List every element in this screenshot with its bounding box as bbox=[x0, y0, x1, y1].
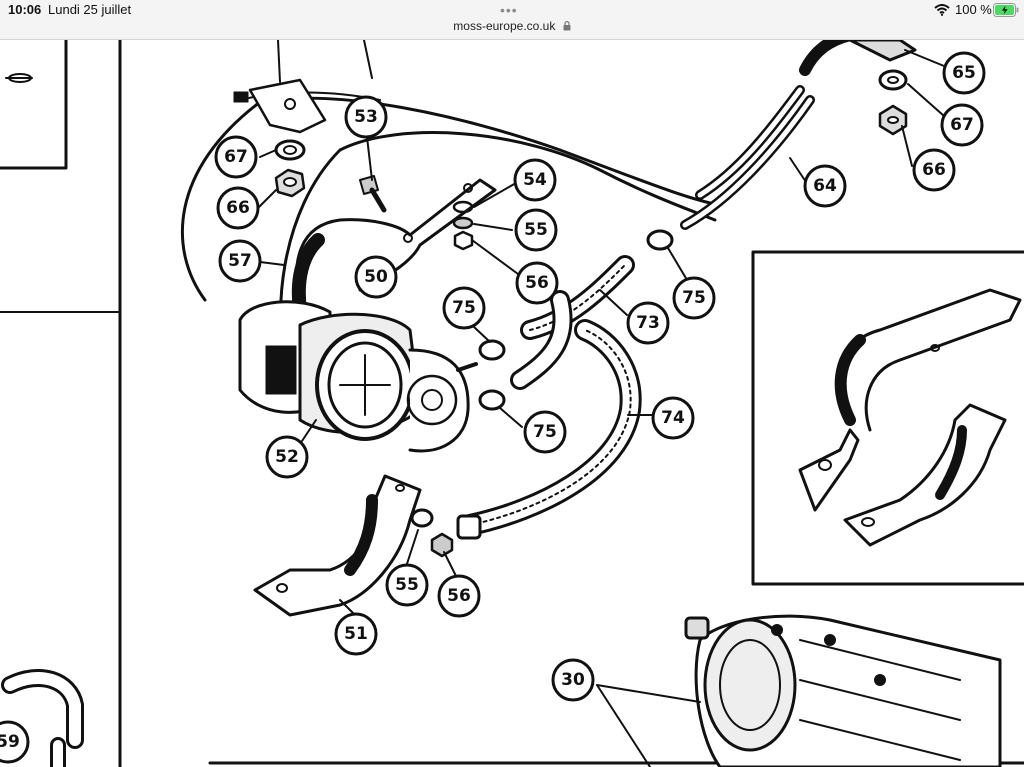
callout-52[interactable]: 52 bbox=[265, 435, 309, 479]
multitasking-dots-icon[interactable]: ••• bbox=[500, 2, 518, 18]
hose-73 bbox=[510, 255, 635, 390]
svg-text:75: 75 bbox=[452, 298, 476, 318]
callout-75-lower[interactable]: 75 bbox=[523, 410, 567, 454]
fuel-pump-body-52 bbox=[238, 300, 478, 453]
svg-text:74: 74 bbox=[661, 408, 685, 428]
parts-diagram-view[interactable]: 67 66 57 53 50 54 55 56 75 73 74 52 51 5… bbox=[0, 40, 1024, 767]
svg-text:30: 30 bbox=[561, 670, 585, 690]
svg-text:66: 66 bbox=[226, 198, 250, 218]
top-right-fittings bbox=[848, 40, 917, 136]
callout-64[interactable]: 64 bbox=[803, 164, 847, 208]
callout-66-right[interactable]: 66 bbox=[912, 148, 956, 192]
fuel-pump-parts-diagram: 67 66 57 53 50 54 55 56 75 73 74 52 51 5… bbox=[0, 40, 1024, 767]
svg-text:75: 75 bbox=[682, 288, 706, 308]
callout-75-upper[interactable]: 75 bbox=[442, 286, 486, 330]
elbow-hose-59 bbox=[1, 668, 84, 767]
small-washer-part bbox=[5, 73, 33, 83]
hose-clips-75 bbox=[478, 229, 674, 411]
callout-67-right[interactable]: 67 bbox=[940, 103, 984, 147]
leader-lines bbox=[257, 49, 945, 767]
callout-51[interactable]: 51 bbox=[334, 612, 378, 656]
callout-67-left[interactable]: 67 bbox=[214, 135, 258, 179]
hose-74 bbox=[456, 319, 642, 540]
callout-73[interactable]: 73 bbox=[626, 301, 670, 345]
part-callouts: 67 66 57 53 50 54 55 56 75 73 74 52 51 5… bbox=[0, 51, 986, 764]
url-text: moss-europe.co.uk bbox=[453, 19, 556, 33]
lower-strap-51 bbox=[253, 474, 422, 617]
battery-charging-icon bbox=[993, 3, 1019, 17]
washer-67-left bbox=[274, 139, 306, 161]
inset-strap-detail bbox=[751, 250, 1024, 586]
callout-56[interactable]: 56 bbox=[515, 261, 559, 305]
address-bar[interactable]: moss-europe.co.uk bbox=[0, 19, 1024, 33]
svg-text:51: 51 bbox=[344, 624, 368, 644]
washers-54-55-56 bbox=[452, 200, 474, 251]
svg-text:66: 66 bbox=[922, 160, 946, 180]
svg-text:65: 65 bbox=[952, 63, 976, 83]
svg-text:53: 53 bbox=[354, 107, 378, 127]
callout-57[interactable]: 57 bbox=[218, 239, 262, 283]
callout-55[interactable]: 55 bbox=[514, 208, 558, 252]
svg-text:67: 67 bbox=[224, 147, 248, 167]
status-date: Lundi 25 juillet bbox=[48, 2, 132, 17]
callout-54[interactable]: 54 bbox=[513, 158, 557, 202]
callout-30[interactable]: 30 bbox=[551, 658, 595, 702]
callout-66-left[interactable]: 66 bbox=[216, 186, 260, 230]
pipe-clip bbox=[233, 78, 327, 134]
callout-75-right[interactable]: 75 bbox=[672, 276, 716, 320]
svg-text:56: 56 bbox=[525, 273, 549, 293]
svg-text:73: 73 bbox=[636, 313, 660, 333]
svg-text:57: 57 bbox=[228, 251, 252, 271]
svg-text:64: 64 bbox=[813, 176, 837, 196]
bolt-53 bbox=[359, 175, 387, 213]
svg-text:55: 55 bbox=[395, 575, 419, 595]
callout-56-lower[interactable]: 56 bbox=[437, 574, 481, 618]
nut-66-left bbox=[274, 168, 306, 198]
svg-text:56: 56 bbox=[447, 586, 471, 606]
svg-text:59: 59 bbox=[0, 732, 20, 752]
svg-text:52: 52 bbox=[275, 447, 299, 467]
svg-text:54: 54 bbox=[523, 170, 547, 190]
callout-65[interactable]: 65 bbox=[942, 51, 986, 95]
callout-50[interactable]: 50 bbox=[354, 255, 398, 299]
status-bar: 10:06 Lundi 25 juillet ••• moss-europe.c… bbox=[0, 0, 1024, 40]
status-time: 10:06 bbox=[8, 2, 42, 17]
lock-icon bbox=[563, 21, 571, 31]
callout-55-lower[interactable]: 55 bbox=[385, 563, 429, 607]
battery-percentage: 100 % bbox=[955, 2, 992, 17]
svg-text:55: 55 bbox=[524, 220, 548, 240]
fuel-pipes bbox=[180, 40, 854, 380]
callout-74[interactable]: 74 bbox=[651, 396, 695, 440]
lower-washers-55-56 bbox=[410, 508, 454, 558]
svg-text:75: 75 bbox=[533, 422, 557, 442]
fuel-pump-30 bbox=[684, 614, 1002, 767]
svg-text:67: 67 bbox=[950, 115, 974, 135]
callout-59[interactable]: 59 bbox=[0, 720, 30, 764]
svg-text:50: 50 bbox=[364, 267, 388, 287]
callout-53[interactable]: 53 bbox=[344, 95, 388, 139]
wifi-icon bbox=[934, 4, 950, 16]
